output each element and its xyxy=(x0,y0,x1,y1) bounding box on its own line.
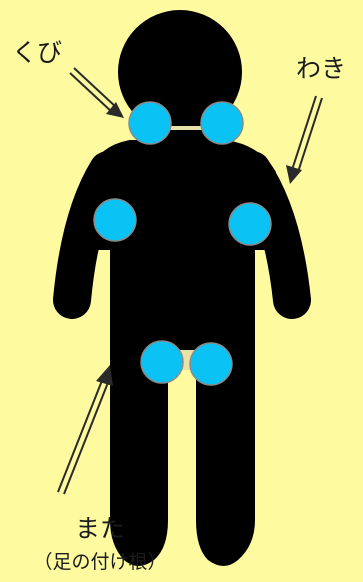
groin-marker-right xyxy=(190,343,232,385)
groin-arrow xyxy=(58,365,113,494)
groin-label: また xyxy=(0,516,200,541)
neck-marker-right xyxy=(201,102,243,144)
armpit-label: わき xyxy=(296,56,346,81)
armpit-marker-right xyxy=(229,203,271,245)
neck-label: くび xyxy=(12,40,62,65)
neck-arrow xyxy=(70,68,124,118)
neck-marker-left xyxy=(129,102,171,144)
groin-marker-left xyxy=(141,341,183,383)
armpit-marker-left xyxy=(94,199,136,241)
armpit-arrow xyxy=(286,96,322,184)
groin-sub-label: （足の付け根） xyxy=(0,553,200,572)
